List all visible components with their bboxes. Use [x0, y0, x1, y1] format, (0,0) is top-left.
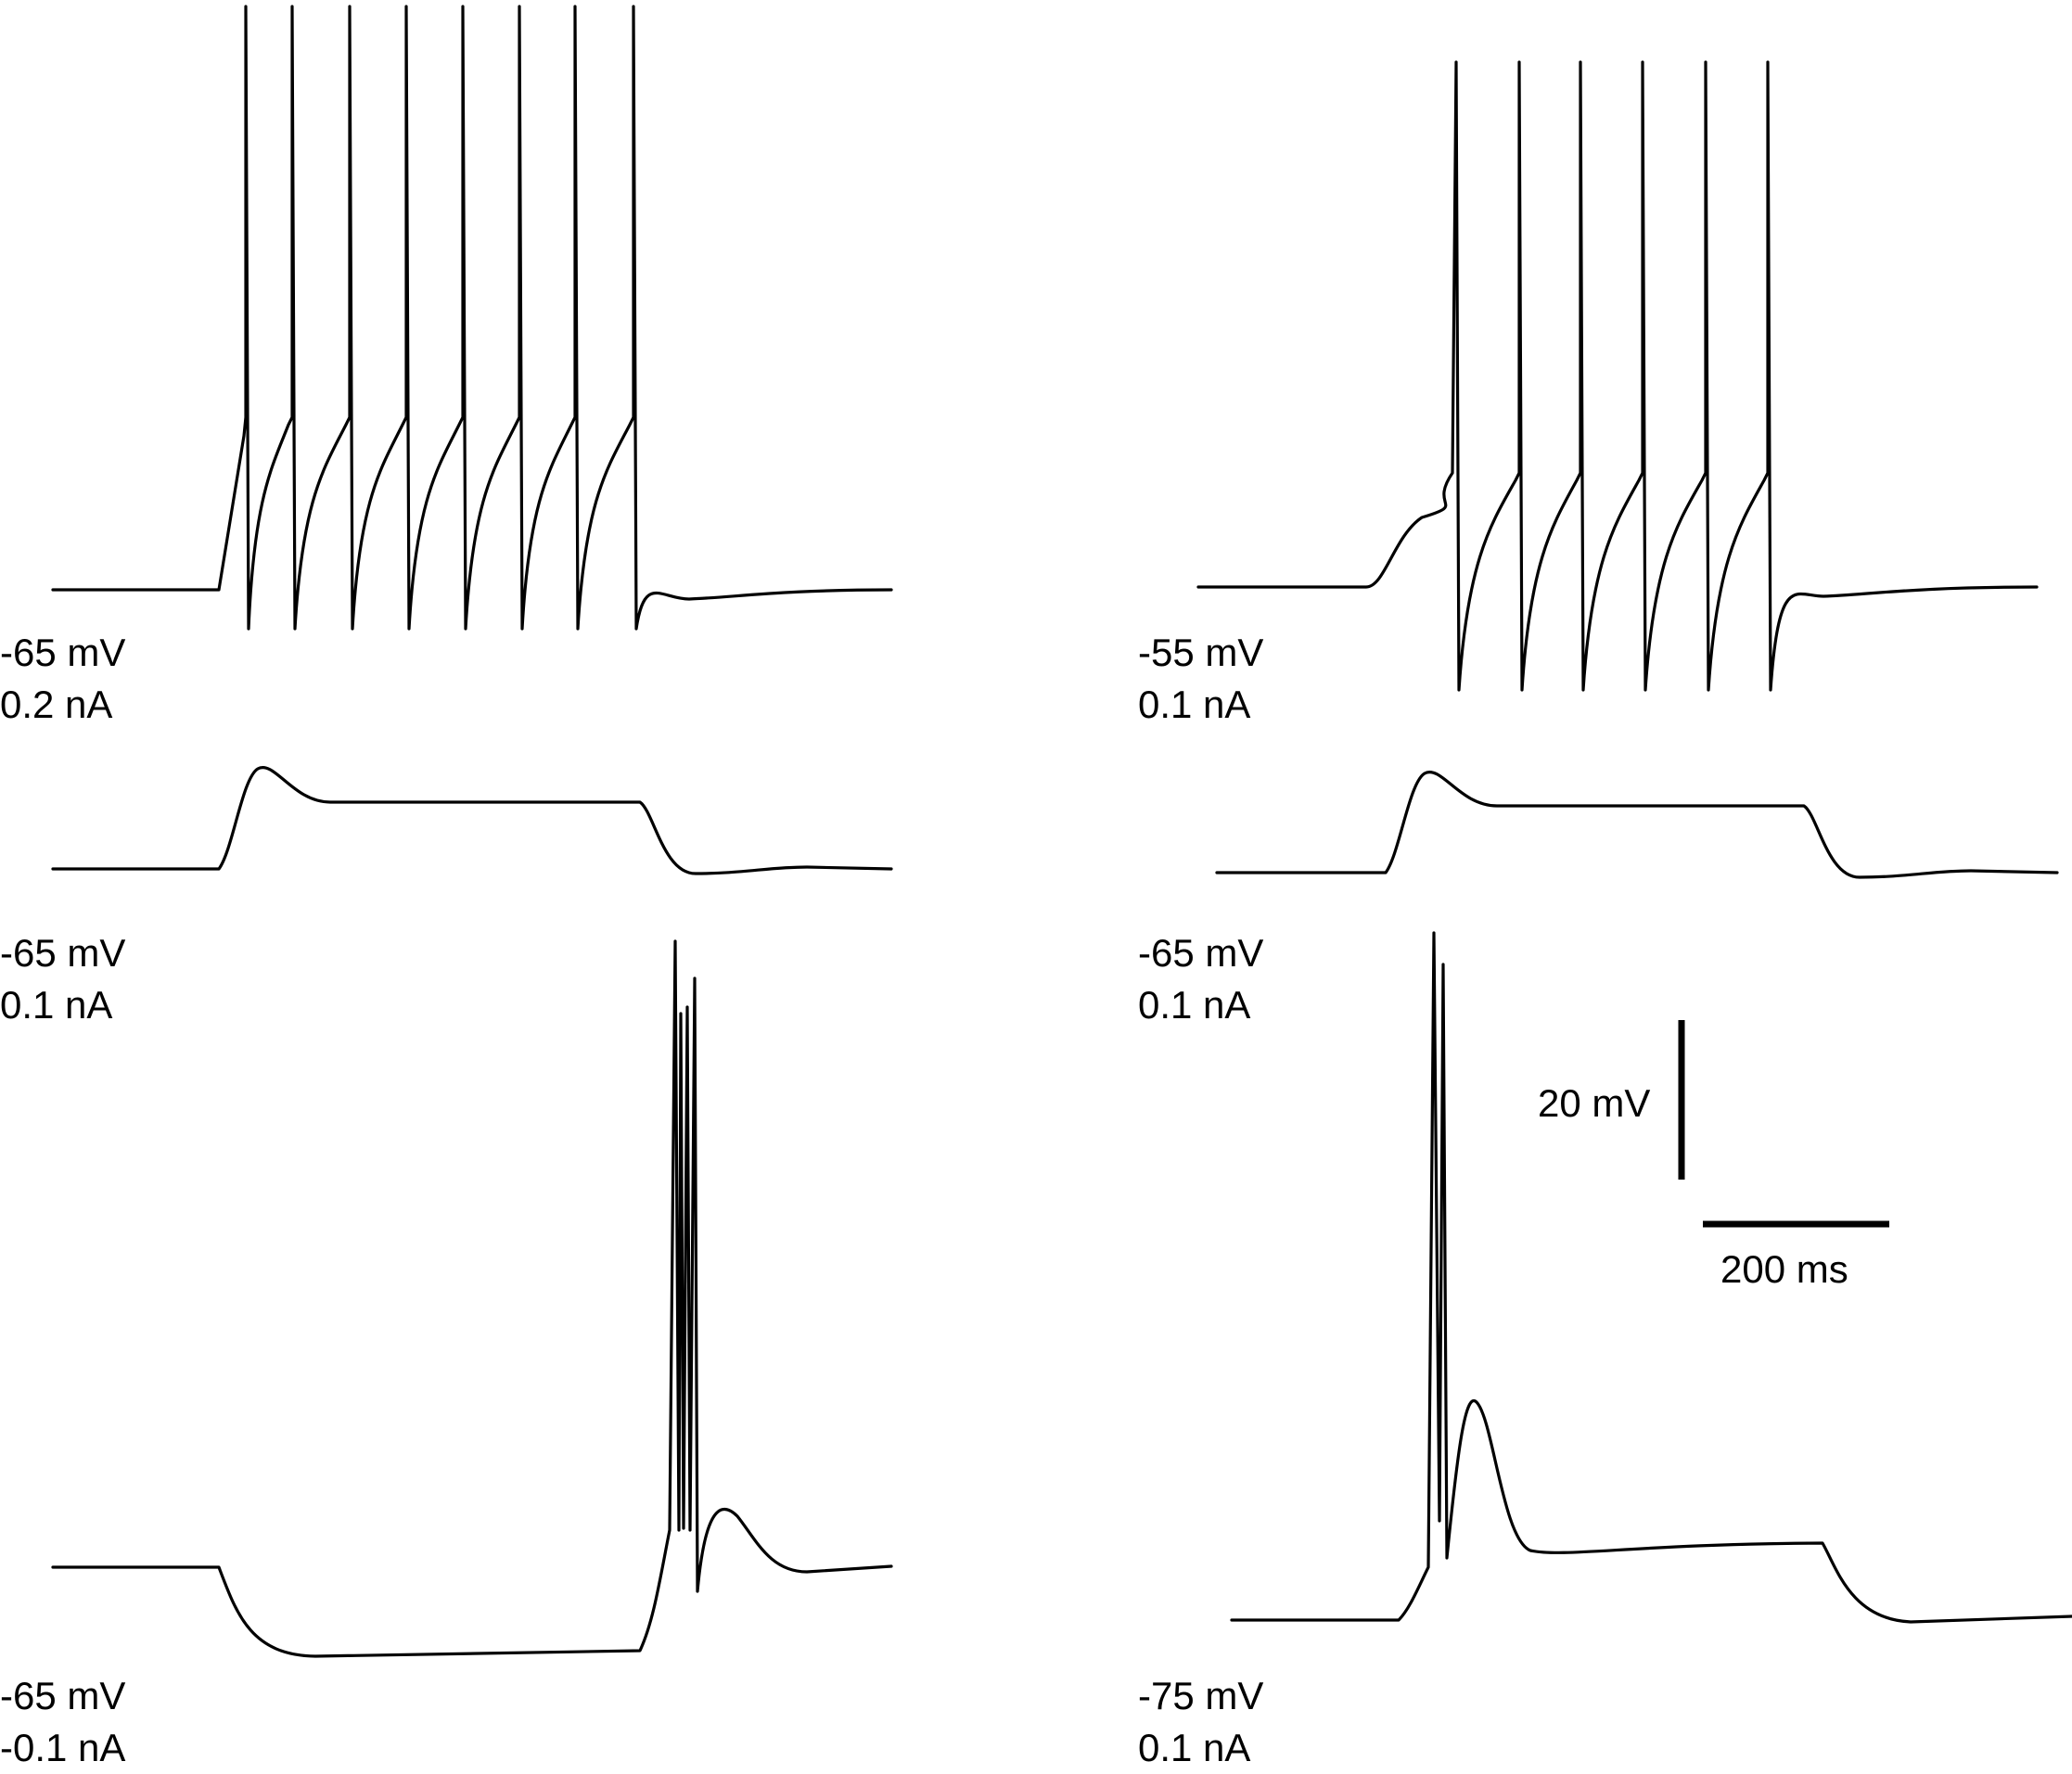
trace-top-left — [51, 5, 893, 631]
current-label-middle-left: 0.1 nA — [0, 983, 112, 1027]
voltage-scale-label: 20 mV — [1538, 1081, 1650, 1125]
current-label-top-right: 0.1 nA — [1138, 683, 1250, 726]
current-label-middle-right: 0.1 nA — [1138, 983, 1250, 1027]
current-label-bottom-left: -0.1 nA — [0, 1726, 125, 1769]
voltage-label-middle-right: -65 mV — [1138, 931, 1263, 975]
voltage-label-bottom-right: -75 mV — [1138, 1674, 1263, 1717]
trace-middle-right — [1215, 770, 2059, 879]
voltage-label-top-left: -65 mV — [0, 631, 125, 674]
trace-top-right — [1196, 60, 2039, 692]
voltage-label-top-right: -55 mV — [1138, 631, 1263, 674]
trace-middle-left — [51, 766, 893, 875]
trace-bottom-right — [1230, 931, 2072, 1624]
time-scale-label: 200 ms — [1720, 1247, 1848, 1291]
trace-bottom-left — [51, 939, 893, 1658]
voltage-label-middle-left: -65 mV — [0, 931, 125, 975]
current-label-bottom-right: 0.1 nA — [1138, 1726, 1250, 1769]
voltage-label-bottom-left: -65 mV — [0, 1674, 125, 1717]
current-label-top-left: 0.2 nA — [0, 683, 112, 726]
